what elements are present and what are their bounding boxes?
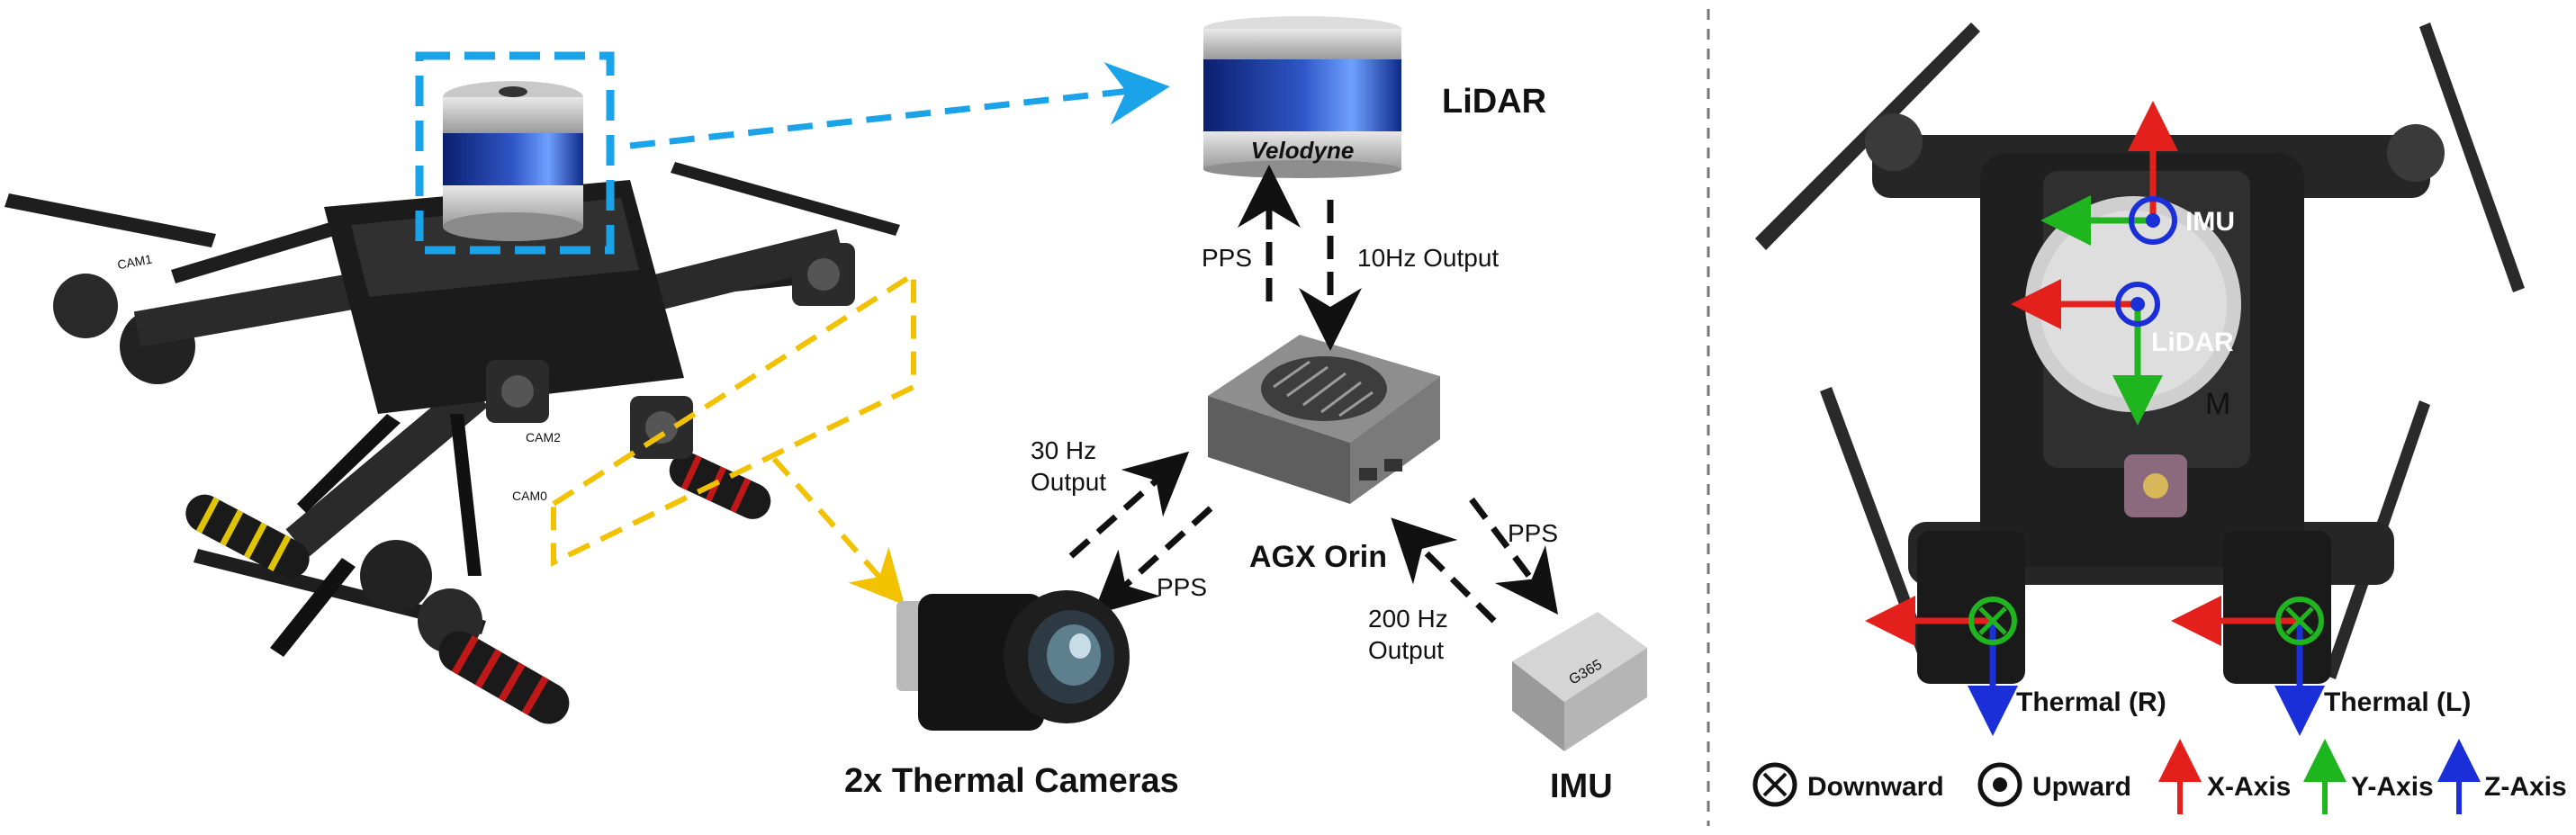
- agx-orin-image: [1208, 335, 1440, 504]
- lidar-plate-mark: M: [2205, 387, 2230, 421]
- pps-to-camera-arrow: [1093, 506, 1213, 615]
- legend: Downward Upward X-Axis Y-Axis Z-Axis: [1752, 739, 2567, 814]
- legend-z-axis-label: Z-Axis: [2484, 772, 2567, 802]
- cam0-mark: CAM0: [512, 489, 547, 503]
- legend-z-axis: Z-Axis: [2437, 739, 2567, 814]
- thermal-l-downward-marker: [2275, 597, 2324, 645]
- pps-lidar-label: PPS: [1202, 244, 1252, 272]
- legend-y-axis-label: Y-Axis: [2351, 772, 2434, 802]
- legend-x-axis-label: X-Axis: [2207, 772, 2291, 802]
- cam-30hz-label-2: Output: [1031, 468, 1106, 496]
- imu-200hz-label-2: Output: [1368, 636, 1444, 664]
- drone-photo: CAM1 CAM2 CAM0: [5, 81, 900, 724]
- upward-symbol-icon: [1977, 762, 2022, 807]
- cam-30hz-label-1: 30 Hz: [1031, 436, 1096, 464]
- imu-chip-image: G365: [1512, 612, 1647, 751]
- lidar-callout-box: [415, 51, 615, 255]
- imu-output-arrow: [1391, 517, 1497, 624]
- lidar-frame-label: LiDAR: [2151, 328, 2234, 357]
- pps-imu-label: PPS: [1508, 519, 1558, 547]
- lidar-title: LiDAR: [1442, 83, 1546, 121]
- thermal-l-label: Thermal (L): [2324, 687, 2471, 717]
- lidar-frame: LiDAR: [2011, 279, 2234, 426]
- pps-to-imu-arrow: [1469, 497, 1558, 615]
- lidar-sensor-image: Velodyne: [1203, 16, 1401, 178]
- downward-symbol-icon: [1752, 762, 1797, 807]
- agx-orin-label: AGX Orin: [1249, 540, 1387, 574]
- legend-downward-label: Downward: [1807, 772, 1944, 802]
- thermal-camera-image: [896, 590, 1130, 731]
- imu-z-upward-marker: [2129, 196, 2177, 245]
- camera-callout-arrow: [771, 457, 905, 606]
- pps-camera-label: PPS: [1157, 573, 1207, 601]
- legend-upward: Upward: [1977, 762, 2131, 807]
- legend-upward-label: Upward: [2032, 772, 2131, 802]
- imu-frame-label: IMU: [2185, 207, 2235, 237]
- thermal-r-label: Thermal (R): [2016, 687, 2166, 717]
- cam-label-group: CAM1 CAM2 CAM0: [111, 247, 565, 504]
- cam2-mark: CAM2: [526, 430, 561, 444]
- lidar-callout-arrow: [629, 62, 1170, 149]
- legend-y-axis: Y-Axis: [2303, 739, 2434, 814]
- lidar-10hz-label: 10Hz Output: [1357, 244, 1499, 272]
- thermal-r-downward-marker: [1968, 597, 2017, 645]
- imu-label: IMU: [1550, 768, 1613, 805]
- legend-downward: Downward: [1752, 762, 1944, 807]
- thermal-cameras-label: 2x Thermal Cameras: [844, 762, 1179, 800]
- lidar-z-upward-marker: [2115, 282, 2160, 327]
- imu-200hz-label-1: 200 Hz: [1368, 605, 1448, 633]
- imu-frame: IMU: [2040, 101, 2235, 246]
- thermal-r-frame: Thermal (R): [1865, 596, 2166, 736]
- legend-x-axis: X-Axis: [2158, 739, 2291, 814]
- thermal-l-frame: Thermal (L): [2171, 596, 2471, 736]
- velodyne-brand: Velodyne: [1251, 137, 1355, 164]
- camera-output-arrow: [1068, 451, 1190, 559]
- cam1-mark: CAM1: [116, 252, 153, 273]
